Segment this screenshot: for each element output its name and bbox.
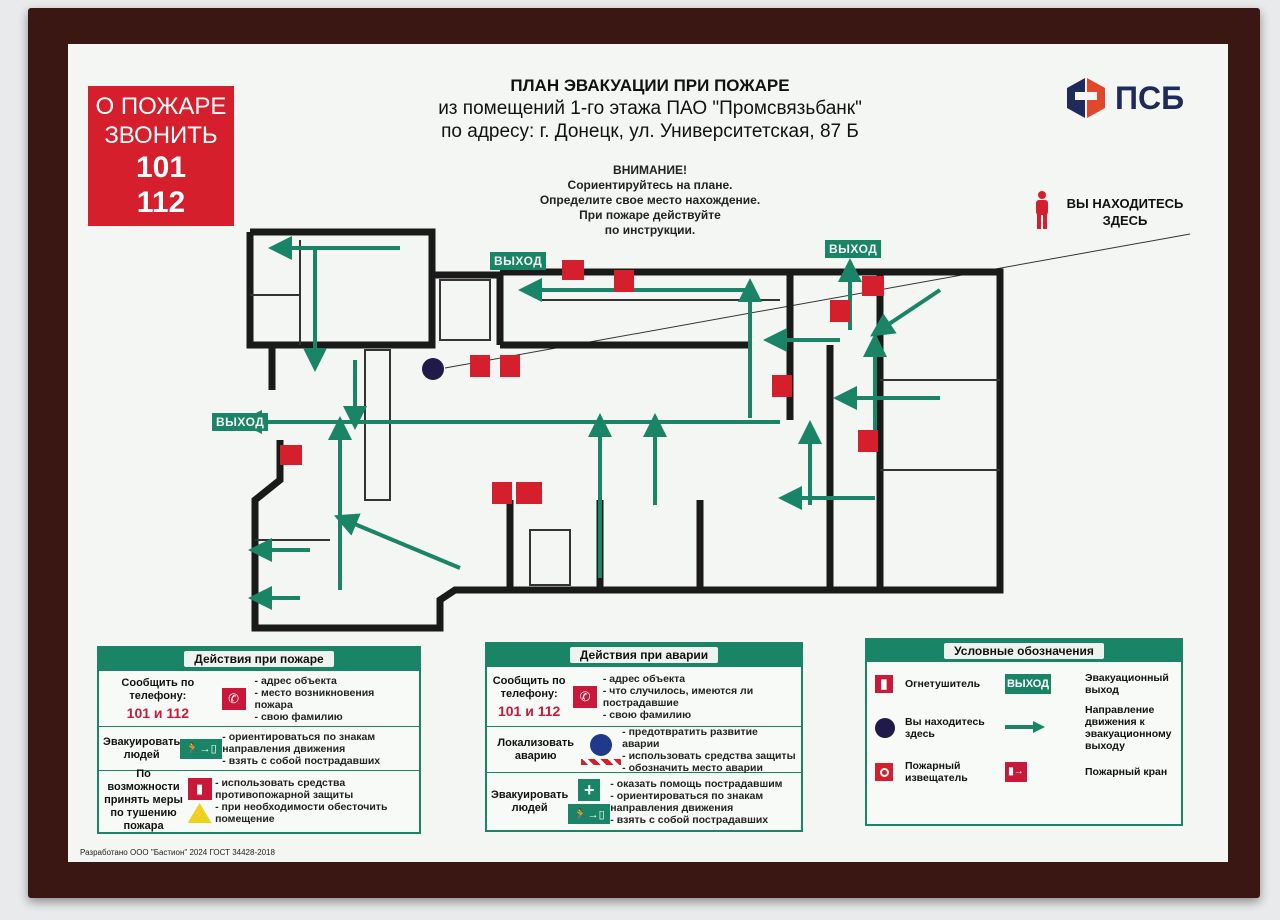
legend-detector-label: Пожарный извещатель [905,760,968,784]
attention-line: При пожаре действуйте [579,208,721,222]
running-man-exit-icon: 🏃→▯ [568,804,611,824]
item: - при необходимости обесточить помещение [215,800,388,825]
item: - что случилось, имеются ли пострадавшие [602,684,754,709]
fire-hydrant-icon: ▮→ [1005,762,1027,782]
item: - место возникновения пожара [254,686,375,711]
call-line-2: ЗВОНИТЬ [104,122,218,149]
attention-line: Определите свое место нахождение. [539,193,761,207]
legend-exit-label: Эвакуационный выход [1085,672,1169,696]
attention-line: Сориентируйтесь на плане. [567,178,733,192]
row-label: По возможности принять меры по тушению п… [104,768,183,832]
legend-title: Условные обозначения [944,643,1104,659]
item: - адрес объекта [602,672,686,685]
item: - адрес объекта [254,674,337,687]
row-label: Локализовать аварию [497,736,575,762]
item: - свою фамилию [602,708,692,721]
call-number-112: 112 [136,186,186,219]
high-voltage-icon: ⚡ [187,803,212,823]
title-line-2: из помещений 1-го этажа ПАО "Промсвязьба… [438,98,862,119]
you-are-here-icon [875,718,895,738]
psb-logo: ПСБ [1065,78,1184,118]
phone-numbers: 101 и 112 [497,703,561,719]
item: - обозначить место аварии [622,761,763,774]
row-label: Сообщить по телефону: [492,675,566,700]
item: - взять с собой пострадавших [610,813,769,826]
fire-extinguisher-icons [470,270,878,504]
accident-actions-title: Действия при аварии [569,647,719,663]
first-aid-icon: + [578,779,601,801]
phone-icon: ✆ [221,687,246,710]
direction-arrow-icon [1005,720,1085,736]
attention-line: по инструкции. [604,223,696,237]
legend-here-label: Вы находитесь здесь [905,716,985,740]
item: - свою фамилию [254,710,343,723]
title-main: ПЛАН ЭВАКУАЦИИ ПРИ ПОЖАРЕ [510,76,790,95]
fire-actions-panel: Действия при пожаре Сообщить по телефону… [97,646,421,834]
emergency-call-box: О ПОЖАРЕ ЗВОНИТЬ 101 112 [88,86,234,226]
psb-logo-text: ПСБ [1115,79,1185,116]
item: - использовать средства защиты [622,749,796,762]
phone-numbers: 101 и 112 [126,705,189,721]
protective-equipment-icon [590,734,613,756]
item: - оказать помощь пострадавшим [610,777,783,790]
item: - ориентироваться по знакам направления … [610,789,764,814]
fire-actions-title: Действия при пожаре [184,651,334,667]
legend-direction-label: Направление движения к эвакуационному вы… [1085,704,1172,752]
phone-icon: ✆ [573,685,598,708]
you-are-here-label: ВЫ НАХОДИТЕСЬ ЗДЕСЬ [1066,196,1184,228]
item: - использовать средства противопожарной … [215,776,354,801]
hazard-tape-icon [581,759,622,765]
accident-actions-panel: Действия при аварии Сообщить по телефону… [485,642,803,832]
fire-extinguisher-icon: ▮ [875,675,893,693]
attention-note: ВНИМАНИЕ! Сориентируйтесь на плане. Опре… [500,163,800,238]
call-number-101: 101 [135,151,187,184]
plan-title: ПЛАН ЭВАКУАЦИИ ПРИ ПОЖАРЕ из помещений 1… [380,74,920,143]
item: - ориентироваться по знакам направления … [222,730,376,755]
call-line-1: О ПОЖАРЕ [95,93,227,120]
exit-sign: ВЫХОД [212,413,269,431]
title-line-3: по адресу: г. Донецк, ул. Университетска… [441,121,859,142]
footer-credits: Разработано ООО "Бастион" 2024 ГОСТ 3442… [80,848,275,857]
fire-hydrant-icons [516,482,542,504]
row-label: Сообщить по телефону: [121,677,195,702]
item: - предотвратить развитие аварии [622,725,758,750]
psb-logo-icon [1065,78,1107,118]
fire-detector-icons [280,260,884,465]
exit-sign-icon: ВЫХОД [1005,674,1051,694]
fire-detector-icon [875,763,893,781]
row-label: Эвакуировать людей [103,735,181,761]
legend-extinguisher-label: Огнетушитель [905,678,981,690]
fire-extinguisher-icon: ▮ [187,778,212,800]
attention-heading: ВНИМАНИЕ! [613,163,687,177]
legend-panel: Условные обозначения ▮ Огнетушитель ВЫХО… [865,638,1183,826]
you-are-here-marker [422,358,444,380]
exit-sign: ВЫХОД [825,240,882,258]
person-icon [1033,190,1051,235]
row-label: Эвакуировать людей [491,788,569,814]
exit-sign: ВЫХОД [490,252,547,270]
item: - взять с собой пострадавших [222,754,381,767]
legend-hydrant-label: Пожарный кран [1085,766,1168,778]
running-man-exit-icon: 🏃→▯ [180,738,223,759]
